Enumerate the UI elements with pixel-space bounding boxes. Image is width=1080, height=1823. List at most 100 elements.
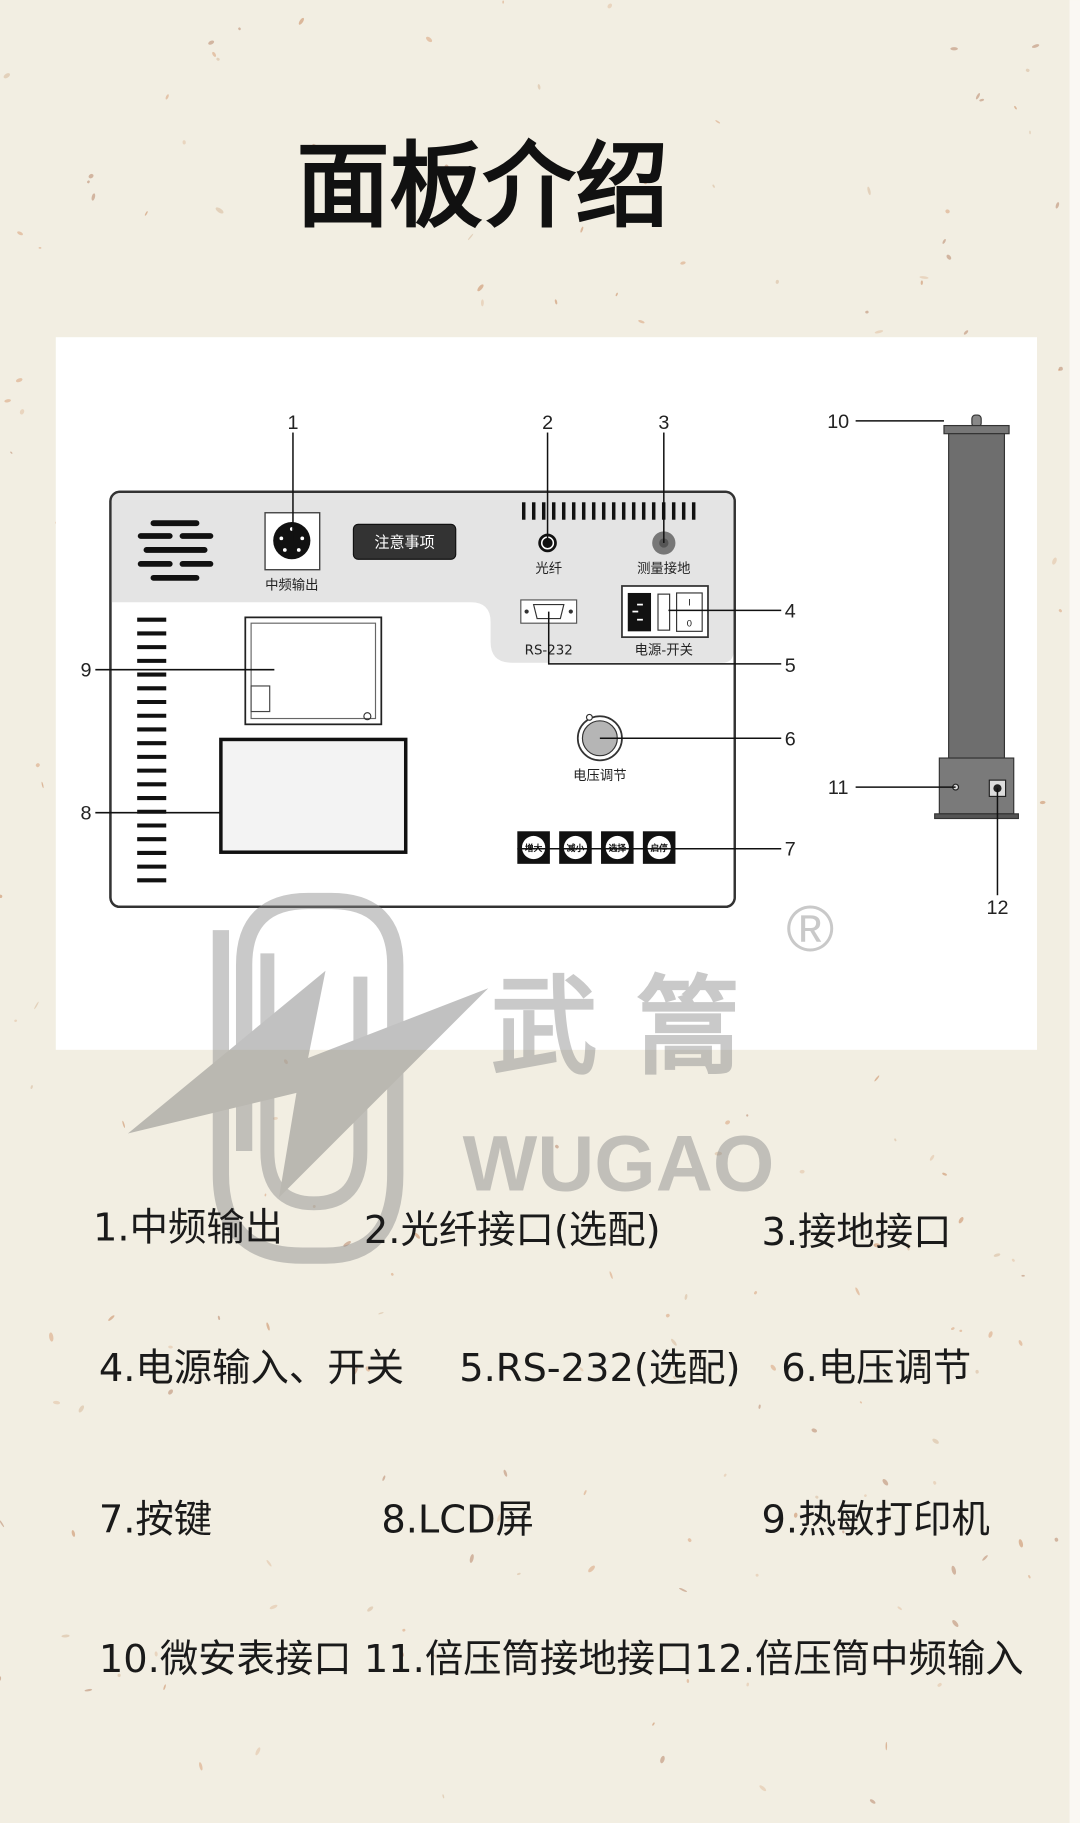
key-decrease[interactable]: 减小 — [559, 831, 592, 864]
key-select[interactable]: 选择 — [601, 831, 634, 864]
speckle — [942, 238, 946, 244]
speckle — [15, 378, 23, 383]
speckle — [516, 1572, 521, 1576]
speckle — [687, 1538, 692, 1543]
speckle — [828, 1230, 836, 1233]
callout-11: 11 — [828, 777, 849, 799]
vent-slot — [651, 502, 656, 520]
lcd-screen — [219, 737, 408, 854]
legend-item: 6.电压调节 — [781, 1346, 971, 1391]
speckle — [382, 1475, 386, 1481]
legend-item: 3.接地接口 — [761, 1210, 951, 1255]
speckle — [615, 292, 618, 297]
speckle — [390, 1272, 394, 1276]
speckle — [1029, 130, 1031, 135]
side-vent-lines — [137, 617, 167, 883]
speckle — [17, 231, 23, 236]
vent-slot — [531, 502, 536, 520]
speckle — [34, 1001, 39, 1010]
vent-slot — [601, 502, 606, 520]
speckle — [1058, 366, 1063, 371]
speckle — [583, 1490, 587, 1496]
speckle — [638, 320, 645, 324]
speckle — [1039, 800, 1046, 805]
key-increase[interactable]: 增大 — [517, 831, 550, 864]
right-edge-strip — [1069, 0, 1080, 1823]
voltage-knob[interactable] — [576, 713, 623, 762]
speckle — [793, 1512, 798, 1518]
speckle — [588, 1565, 595, 1573]
thermal-printer — [244, 616, 383, 726]
speckle — [950, 47, 958, 51]
vent-slots — [521, 502, 696, 520]
switch-on-mark: I — [688, 598, 691, 608]
speckle — [502, 0, 504, 4]
speckle — [0, 1676, 2, 1681]
speckle — [378, 1312, 384, 1315]
watermark-brand-en: WUGAO — [463, 1119, 775, 1208]
callout-3: 3 — [658, 412, 669, 434]
vent-slot — [581, 502, 586, 520]
speckle — [770, 1364, 776, 1371]
ground-label: 测量接地 — [637, 560, 690, 577]
legend-item: 2.光纤接口(选配) — [364, 1208, 661, 1253]
speckle — [1054, 1537, 1059, 1542]
speckle — [38, 247, 42, 249]
speckle — [399, 1650, 405, 1657]
speckle — [343, 1241, 351, 1247]
speckle — [477, 284, 484, 292]
vent-slot — [571, 502, 576, 520]
speckle — [746, 1682, 749, 1687]
speckle — [842, 1530, 845, 1534]
speckle — [932, 1438, 939, 1444]
switch-off-mark: 0 — [687, 619, 692, 629]
speckle — [725, 1120, 731, 1125]
speckle — [30, 1085, 33, 1089]
vent-slot — [551, 502, 556, 520]
speckle — [122, 1120, 126, 1128]
speckle — [799, 1169, 805, 1174]
vent-slot — [671, 502, 676, 520]
speckle — [0, 894, 3, 898]
speckle — [255, 1747, 261, 1756]
speckle — [951, 1327, 955, 1330]
speckle — [959, 1329, 963, 1333]
page-title: 面板介绍 — [296, 133, 668, 241]
legend-item: 1.中频输出 — [93, 1205, 283, 1250]
speckle — [885, 1741, 888, 1751]
speckle — [4, 399, 11, 403]
speckle — [1052, 557, 1057, 565]
speckle — [503, 1469, 508, 1477]
callout-8: 8 — [81, 803, 92, 825]
speckle — [975, 1369, 979, 1374]
notice-button-label: 注意事项 — [374, 534, 434, 552]
speckle — [273, 1116, 278, 1120]
speckle — [353, 1367, 358, 1375]
key-start-stop[interactable]: 启停 — [642, 831, 676, 864]
speckle — [1018, 1539, 1024, 1548]
speckle — [0, 1520, 5, 1528]
speckle — [643, 181, 647, 185]
callout-10: 10 — [827, 411, 849, 433]
speckle — [993, 1253, 1001, 1257]
wugao-watermark-logo: 武 篙 WUGAO ® — [127, 892, 834, 1264]
vent-slot — [561, 502, 566, 520]
speckle — [216, 57, 220, 61]
speckle — [554, 299, 558, 305]
speckle — [945, 209, 950, 214]
speckle — [609, 1271, 613, 1279]
speckle — [958, 1217, 964, 1224]
speckle — [679, 1587, 687, 1592]
speckle — [864, 1494, 867, 1497]
speckle — [686, 1679, 690, 1683]
speckle — [815, 1495, 819, 1499]
notice-button[interactable]: 注意事项 — [352, 523, 457, 560]
voltage-adjust-label: 电压调节 — [573, 768, 626, 784]
speckle — [425, 36, 433, 43]
speckle — [946, 254, 952, 260]
speckle — [14, 1019, 18, 1022]
speckle — [3, 73, 11, 79]
ground-port — [652, 531, 676, 555]
speaker-grille-icon — [137, 520, 214, 581]
